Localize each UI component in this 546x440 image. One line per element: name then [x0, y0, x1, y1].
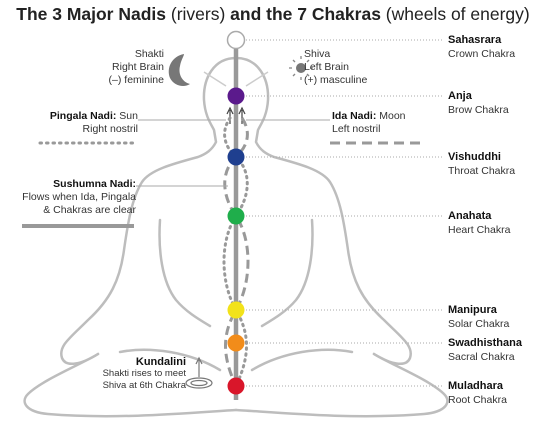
sahasrara-english: Crown Chakra — [448, 48, 516, 60]
swadhisthana-chakra-dot — [227, 334, 245, 352]
shakti-title: Shakti — [134, 48, 164, 60]
coil-arrow-icon — [185, 356, 213, 389]
kundalini-name: Kundalini — [135, 356, 186, 368]
right-nostril-arrow-icon — [226, 106, 234, 124]
anja-name: Anja — [448, 90, 472, 102]
chakra-label-anahata: Anahata Heart Chakra — [448, 209, 510, 237]
pingala-label: Pingala Nadi: Sun Right nostril — [18, 110, 138, 136]
title-wheels: (wheels of energy) — [380, 4, 530, 24]
vishuddhi-chakra-dot — [227, 148, 245, 166]
vishuddhi-english: Throat Chakra — [448, 165, 516, 177]
pingala-nostril: Right nostril — [82, 123, 138, 135]
anahata-chakra-dot — [227, 207, 245, 225]
sushumna-label: Sushumna Nadi: Flows when Ida, Pingala &… — [6, 178, 136, 217]
sun-icon — [289, 56, 313, 80]
kundalini-desc-2: Shiva at 6th Chakra — [102, 380, 186, 391]
manipura-name: Manipura — [448, 304, 497, 316]
crescent-moon-icon — [168, 54, 190, 86]
ida-nostril: Left nostril — [332, 123, 381, 135]
chakra-leader-lines — [246, 39, 444, 387]
shakti-polarity: (–) feminine — [108, 74, 164, 86]
anja-chakra-dot — [227, 87, 245, 105]
anja-english: Brow Chakra — [448, 104, 509, 116]
sahasrara-chakra-dot — [226, 30, 246, 50]
muladhara-name: Muladhara — [448, 380, 504, 392]
muladhara-chakra-dot — [227, 377, 245, 395]
shiva-title: Shiva — [304, 48, 331, 60]
manipura-chakra-dot — [227, 301, 245, 319]
title-chakras: and the 7 Chakras — [230, 4, 381, 24]
manipura-english: Solar Chakra — [448, 318, 510, 330]
ida-label: Ida Nadi: Moon Left nostril — [332, 110, 452, 136]
pingala-name: Pingala Nadi: — [49, 110, 117, 122]
head-divider-left — [203, 71, 227, 87]
chakra-label-manipura: Manipura Solar Chakra — [448, 303, 509, 331]
kundalini-label: Kundalini Shakti rises to meet Shiva at … — [82, 356, 186, 392]
left-nostril-arrow-icon — [238, 106, 246, 124]
chakra-label-sahasrara: Sahasrara Crown Chakra — [448, 33, 515, 61]
shiva-brain: Left Brain — [304, 61, 349, 73]
chakra-label-vishuddhi: Vishuddhi Throat Chakra — [448, 150, 515, 178]
sahasrara-name: Sahasrara — [448, 34, 502, 46]
chakra-label-swadhisthana: Swadhisthana Sacral Chakra — [448, 336, 522, 364]
shakti-label: Shakti Right Brain (–) feminine — [74, 48, 164, 87]
chakra-label-anja: Anja Brow Chakra — [448, 89, 509, 117]
sushumna-desc-1: Flows when Ida, Pingala — [22, 191, 136, 203]
title-rivers: (rivers) — [166, 4, 231, 24]
swadhisthana-name: Swadhisthana — [448, 337, 522, 349]
sushumna-name: Sushumna Nadi: — [53, 178, 136, 190]
title-nadis: The 3 Major Nadis — [16, 4, 167, 24]
anahata-name: Anahata — [448, 210, 492, 222]
shakti-brain: Right Brain — [112, 61, 164, 73]
pingala-sun: Sun — [116, 110, 138, 122]
seated-figure — [23, 56, 449, 418]
sushumna-desc-2: & Chakras are clear — [43, 204, 136, 216]
chakra-label-muladhara: Muladhara Root Chakra — [448, 379, 507, 407]
swadhisthana-english: Sacral Chakra — [448, 351, 515, 363]
vishuddhi-name: Vishuddhi — [448, 151, 501, 163]
ida-moon: Moon — [376, 110, 406, 122]
head-divider-right — [245, 71, 269, 87]
shiva-label: Shiva Left Brain (+) masculine — [304, 48, 414, 87]
muladhara-english: Root Chakra — [448, 394, 507, 406]
diagram-title: The 3 Major Nadis (rivers) and the 7 Cha… — [0, 4, 546, 25]
shiva-polarity: (+) masculine — [304, 74, 368, 86]
kundalini-desc-1: Shakti rises to meet — [102, 368, 186, 379]
ida-name: Ida Nadi: — [332, 110, 377, 122]
anahata-english: Heart Chakra — [448, 224, 511, 236]
